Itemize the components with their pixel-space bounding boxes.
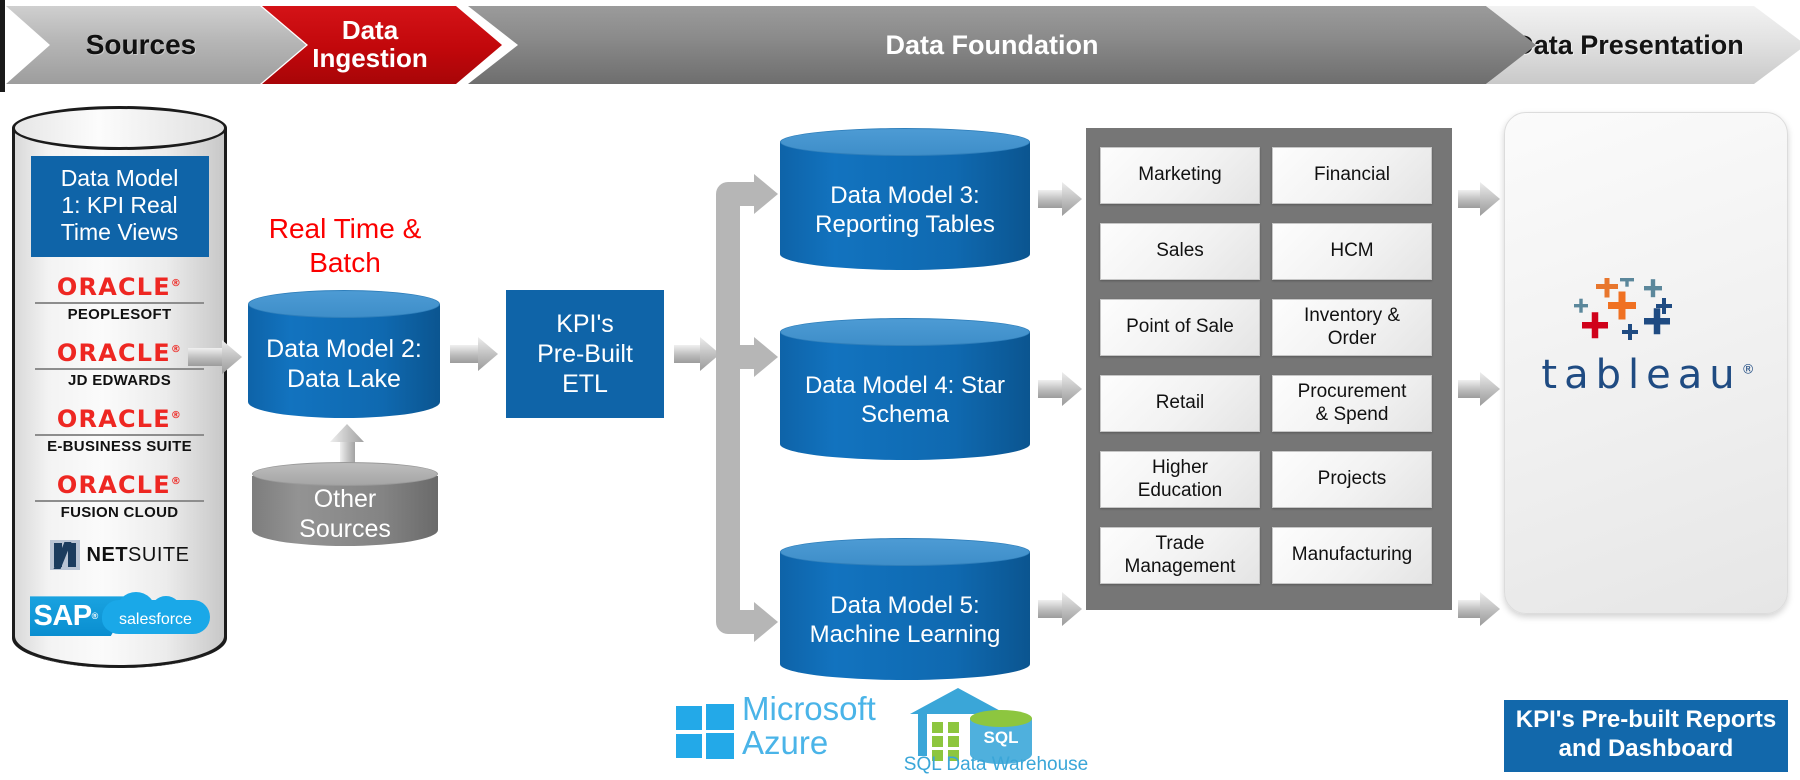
- salesforce-logo: salesforce: [101, 592, 210, 640]
- oracle-wordmark: ORACLE®: [56, 339, 183, 368]
- logo-oracle-jd-edwards: ORACLE® JD EDWARDS: [32, 339, 208, 389]
- arrow-dm3-to-subjects: [1038, 182, 1082, 216]
- subject-area-marketing[interactable]: Marketing: [1100, 147, 1260, 204]
- tableau-mark-icon: [1574, 278, 1672, 340]
- sql-data-warehouse-caption: SQL Data Warehouse: [903, 754, 1089, 775]
- stage-chevron-sources[interactable]: Sources: [6, 6, 306, 84]
- stage-label-data-presentation: Data Presentation: [1514, 29, 1744, 60]
- left-edge-rule: [0, 0, 5, 92]
- subject-area-financial[interactable]: Financial: [1272, 147, 1432, 204]
- data-model-3-label: Data Model 3:Reporting Tables: [815, 182, 995, 238]
- netsuite-wordmark: NETSUITE: [86, 543, 190, 566]
- subject-area-sales[interactable]: Sales: [1100, 223, 1260, 280]
- stage-chevron-data-presentation[interactable]: Data Presentation: [1486, 6, 1800, 84]
- subject-area-manufacturing[interactable]: Manufacturing: [1272, 527, 1432, 584]
- windows-icon: [676, 704, 734, 759]
- subject-area-inventory-order[interactable]: Inventory &Order: [1272, 299, 1432, 356]
- warehouse-roof-icon: [910, 688, 1006, 714]
- netsuite-icon: [49, 540, 80, 571]
- logo-sap-salesforce: SAP® salesforce: [29, 590, 210, 642]
- arrow-dm5-to-subjects: [1038, 592, 1082, 626]
- sql-badge-label: SQL: [983, 728, 1019, 747]
- logo-sql-data-warehouse: SQL SQL Data Warehouse: [896, 688, 1096, 775]
- oracle-product-label: JD EDWARDS: [67, 372, 171, 390]
- branch-connector: [716, 182, 768, 634]
- arrow-etl-to-foundation: [674, 337, 720, 371]
- cylinder-top-ellipse: [12, 106, 227, 150]
- salesforce-wordmark: salesforce: [119, 611, 192, 629]
- branch-arm-bottom: [728, 610, 758, 634]
- oracle-wordmark: ORACLE®: [56, 273, 183, 302]
- tableau-panel[interactable]: [1504, 112, 1788, 614]
- divider: [35, 368, 204, 371]
- subject-area-projects[interactable]: Projects: [1272, 451, 1432, 508]
- data-model-2-label: Data Model 2:Data Lake: [266, 335, 422, 393]
- arrow-subjects-to-tableau-middle: [1458, 372, 1500, 406]
- real-time-batch-label: Real Time &Batch: [268, 213, 422, 278]
- divider: [35, 500, 204, 503]
- stage-label-sources: Sources: [85, 29, 197, 61]
- branch-arm-middle: [728, 345, 758, 369]
- oracle-wordmark: ORACLE®: [56, 471, 183, 500]
- arrow-other-sources-to-data-lake: [330, 424, 364, 466]
- arrow-data-lake-to-etl: [450, 337, 498, 371]
- subject-area-retail[interactable]: Retail: [1100, 375, 1260, 432]
- oracle-product-label: PEOPLESOFT: [67, 306, 172, 324]
- logo-netsuite: NETSUITE: [49, 540, 190, 571]
- arrow-dm4-to-subjects: [1038, 372, 1082, 406]
- oracle-product-label: E-BUSINESS SUITE: [47, 438, 192, 456]
- logo-oracle-fusion-cloud: ORACLE® FUSION CLOUD: [32, 471, 208, 521]
- arrow-subjects-to-tableau-top: [1458, 182, 1500, 216]
- arrow-subjects-to-tableau-bottom: [1458, 592, 1500, 626]
- arrow-sources-to-data-lake: [188, 340, 242, 374]
- data-model-2-cylinder[interactable]: Data Model 2:Data Lake: [248, 290, 440, 418]
- subject-area-point-of-sale[interactable]: Point of Sale: [1100, 299, 1260, 356]
- logo-oracle-e-business-suite: ORACLE® E-BUSINESS SUITE: [32, 405, 208, 455]
- oracle-product-label: FUSION CLOUD: [60, 504, 179, 522]
- data-model-5-cylinder[interactable]: Data Model 5:Machine Learning: [780, 538, 1030, 680]
- sql-database-icon: SQL: [970, 710, 1032, 768]
- divider: [35, 302, 204, 305]
- divider: [35, 434, 204, 437]
- logo-oracle-peoplesoft: ORACLE® PEOPLESOFT: [32, 273, 208, 323]
- subject-area-procurement-spend[interactable]: Procurement& Spend: [1272, 375, 1432, 432]
- oracle-wordmark: ORACLE®: [56, 405, 183, 434]
- stage-label-data-foundation: Data Foundation: [885, 29, 1099, 60]
- subject-area-hcm[interactable]: HCM: [1272, 223, 1432, 280]
- data-model-3-cylinder[interactable]: Data Model 3:Reporting Tables: [780, 128, 1030, 270]
- branch-arm-top: [728, 182, 758, 206]
- tableau-wordmark: tableau®: [1541, 352, 1755, 398]
- subject-area-panel: Marketing Sales Point of Sale Retail Hig…: [1086, 128, 1452, 610]
- data-model-5-label: Data Model 5:Machine Learning: [809, 592, 1001, 648]
- stage-chevron-data-foundation[interactable]: Data Foundation: [468, 6, 1538, 84]
